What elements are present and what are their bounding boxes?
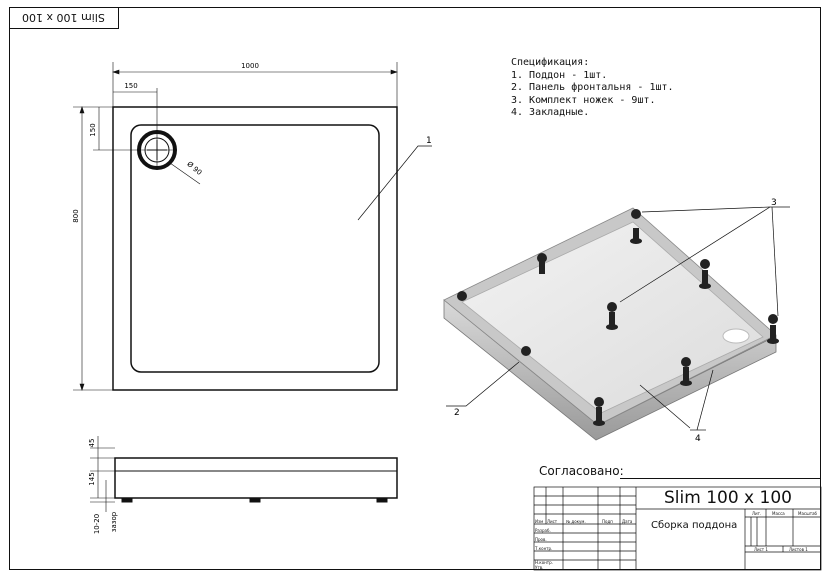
spec-item-4: 4. Закладные. — [511, 107, 590, 118]
spec-title: Спецификация: — [511, 57, 590, 68]
drain-symbol — [93, 88, 201, 185]
dim-gap-label: 10-20 — [93, 514, 101, 534]
foot — [249, 497, 261, 503]
tb-col-izm: Изм — [535, 519, 544, 524]
dim-45-label: 45 — [88, 439, 96, 448]
leader-1 — [357, 145, 432, 221]
tray-inner-bowl — [130, 124, 380, 373]
foot — [376, 497, 388, 503]
dim-drain-label: Ø 90 — [185, 160, 203, 177]
tray-feet — [457, 209, 779, 426]
titleblock-subtitle: Сборка поддона — [651, 520, 738, 531]
tb-sheet: Лист 1 — [754, 547, 768, 552]
iso-leaders — [446, 206, 790, 431]
tb-col-doc: № докум. — [566, 519, 586, 524]
spec-item-1: 1. Поддон - 1шт. — [511, 69, 608, 81]
tb-sheets: Листов 1 — [789, 547, 808, 552]
drain-opening — [722, 328, 750, 344]
spec-item-3: 3. Комплект ножек - 9шт. — [511, 94, 656, 106]
tray-outline — [112, 106, 398, 391]
tb-col-sign: Подп — [602, 519, 613, 524]
side-view — [90, 436, 398, 512]
foot — [121, 497, 133, 503]
tb-row-prov: Пров. — [535, 537, 547, 542]
tb-row-nkontr: Н.контр. — [535, 560, 553, 565]
specification: Спецификация:1. Поддон - 1шт.2. Панель ф… — [511, 57, 674, 120]
dim-gap-word: зазор — [110, 511, 118, 532]
tb-row-utv: Утв. — [535, 565, 544, 570]
tray-side — [114, 457, 398, 499]
dim-width — [112, 62, 398, 107]
approved-label: Согласовано: — [539, 464, 624, 478]
callout-2: 2 — [454, 408, 460, 418]
dim-height-label: 800 — [72, 209, 80, 222]
approved-line — [620, 478, 821, 479]
drawing-frame — [9, 7, 821, 570]
isometric-view — [443, 206, 790, 441]
dim-width-label: 1000 — [241, 62, 259, 70]
tb-row-razrab: Разраб. — [535, 528, 551, 533]
tb-lit: Лит. — [752, 511, 762, 516]
dim-offset-y-label: 150 — [89, 123, 97, 136]
tb-col-list: Лист — [547, 519, 558, 524]
tb-row-tkontr: Т.контр. — [535, 546, 553, 551]
callout-1: 1 — [426, 136, 432, 146]
title-block-grid — [533, 486, 822, 571]
tb-col-date: Дата — [622, 519, 633, 524]
dim-145-label: 145 — [88, 472, 96, 485]
corner-stamp: Slim 100 x 100 — [9, 7, 119, 29]
tb-mass: Масса — [772, 511, 785, 516]
callout-3: 3 — [771, 198, 777, 208]
titleblock-title: Slim 100 x 100 — [664, 488, 792, 508]
spec-item-2: 2. Панель фронтальня - 1шт. — [511, 82, 674, 93]
side-dimensions — [90, 436, 115, 512]
callout-4: 4 — [695, 434, 701, 444]
tb-scale: Масштаб — [798, 511, 818, 516]
dim-height — [73, 106, 113, 391]
dim-offset-x-label: 150 — [124, 82, 137, 90]
plan-view — [73, 62, 432, 391]
